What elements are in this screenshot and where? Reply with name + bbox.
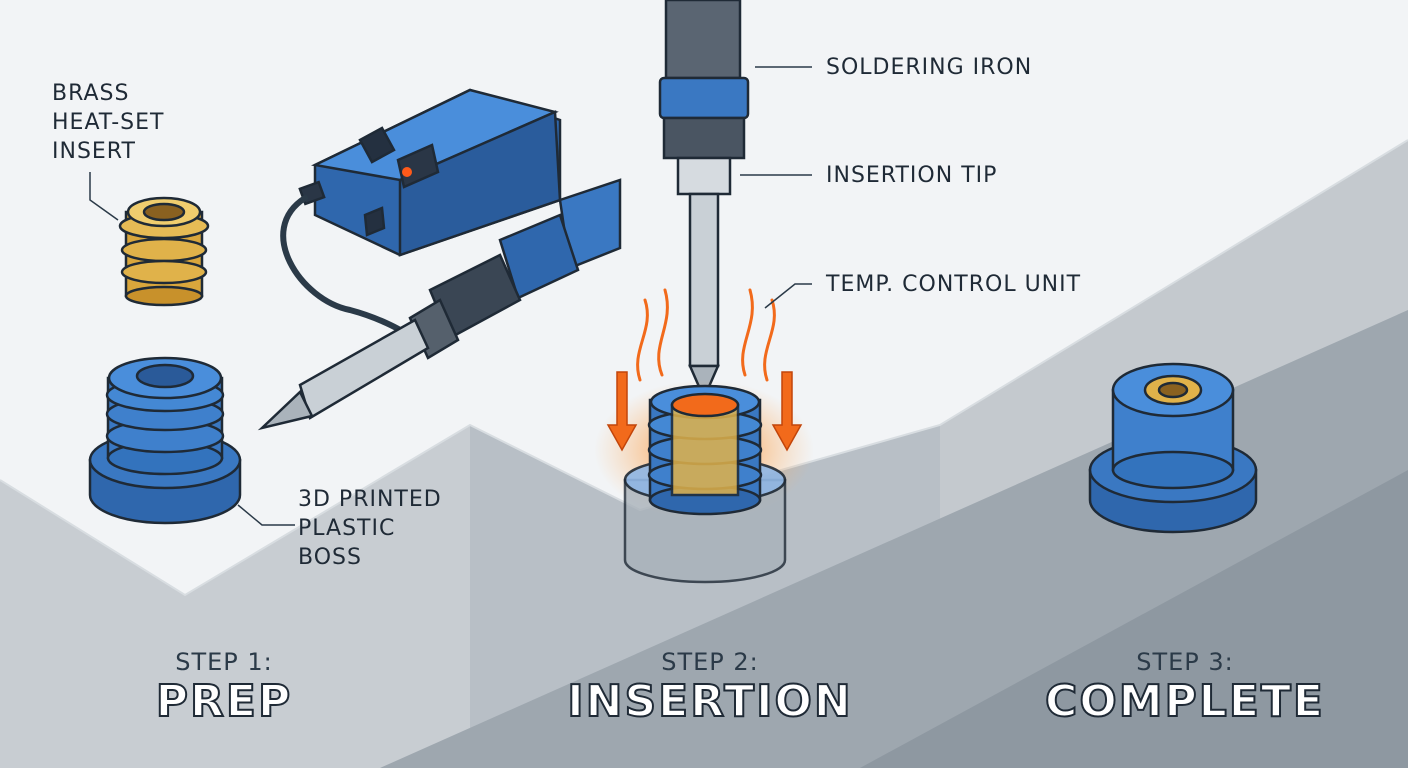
temp-control-label: TEMP. CONTROL UNIT — [826, 272, 1082, 297]
brass-insert-label-line3: INSERT — [52, 139, 136, 164]
soldering-iron-step1 — [257, 178, 622, 431]
iron-cable — [280, 195, 403, 333]
plastic-boss-label-line2: PLASTIC — [298, 516, 396, 541]
soldering-iron-label: SOLDERING IRON — [826, 55, 1033, 80]
insertion-boss — [623, 384, 787, 584]
step-3-prefix: STEP 3: — [1136, 648, 1234, 676]
plastic-boss-label-line3: BOSS — [298, 545, 362, 570]
temp-control-unit — [298, 88, 562, 257]
brass-insert-leader — [89, 172, 119, 221]
plastic-boss-label: 3D PRINTED PLASTIC BOSS — [298, 485, 442, 572]
brass-insert-label-line1: BRASS — [52, 81, 130, 106]
step-2-prefix: STEP 2: — [661, 648, 759, 676]
step-2-title: INSERTION — [566, 675, 853, 728]
plastic-boss-leader — [237, 504, 295, 526]
soldering-iron-step2 — [658, 0, 750, 402]
step-1-prefix: STEP 1: — [175, 648, 273, 676]
brass-insert-part — [118, 196, 210, 307]
plastic-boss-label-line1: 3D PRINTED — [298, 487, 442, 512]
insertion-tip-label: INSERTION TIP — [826, 163, 998, 188]
plastic-boss-part — [88, 356, 242, 525]
temp-control-leader — [764, 283, 812, 309]
step-1-title: PREP — [155, 675, 293, 728]
brass-insert-label-line2: HEAT-SET — [52, 110, 165, 135]
heat-waves-icon — [636, 288, 776, 382]
completed-part — [1088, 362, 1258, 534]
down-arrow-icons — [606, 371, 803, 452]
step-3-title: COMPLETE — [1044, 675, 1325, 728]
brass-insert-label: BRASS HEAT-SET INSERT — [52, 79, 164, 166]
indicator-light-icon — [402, 167, 412, 177]
power-switch-icon — [358, 126, 396, 164]
